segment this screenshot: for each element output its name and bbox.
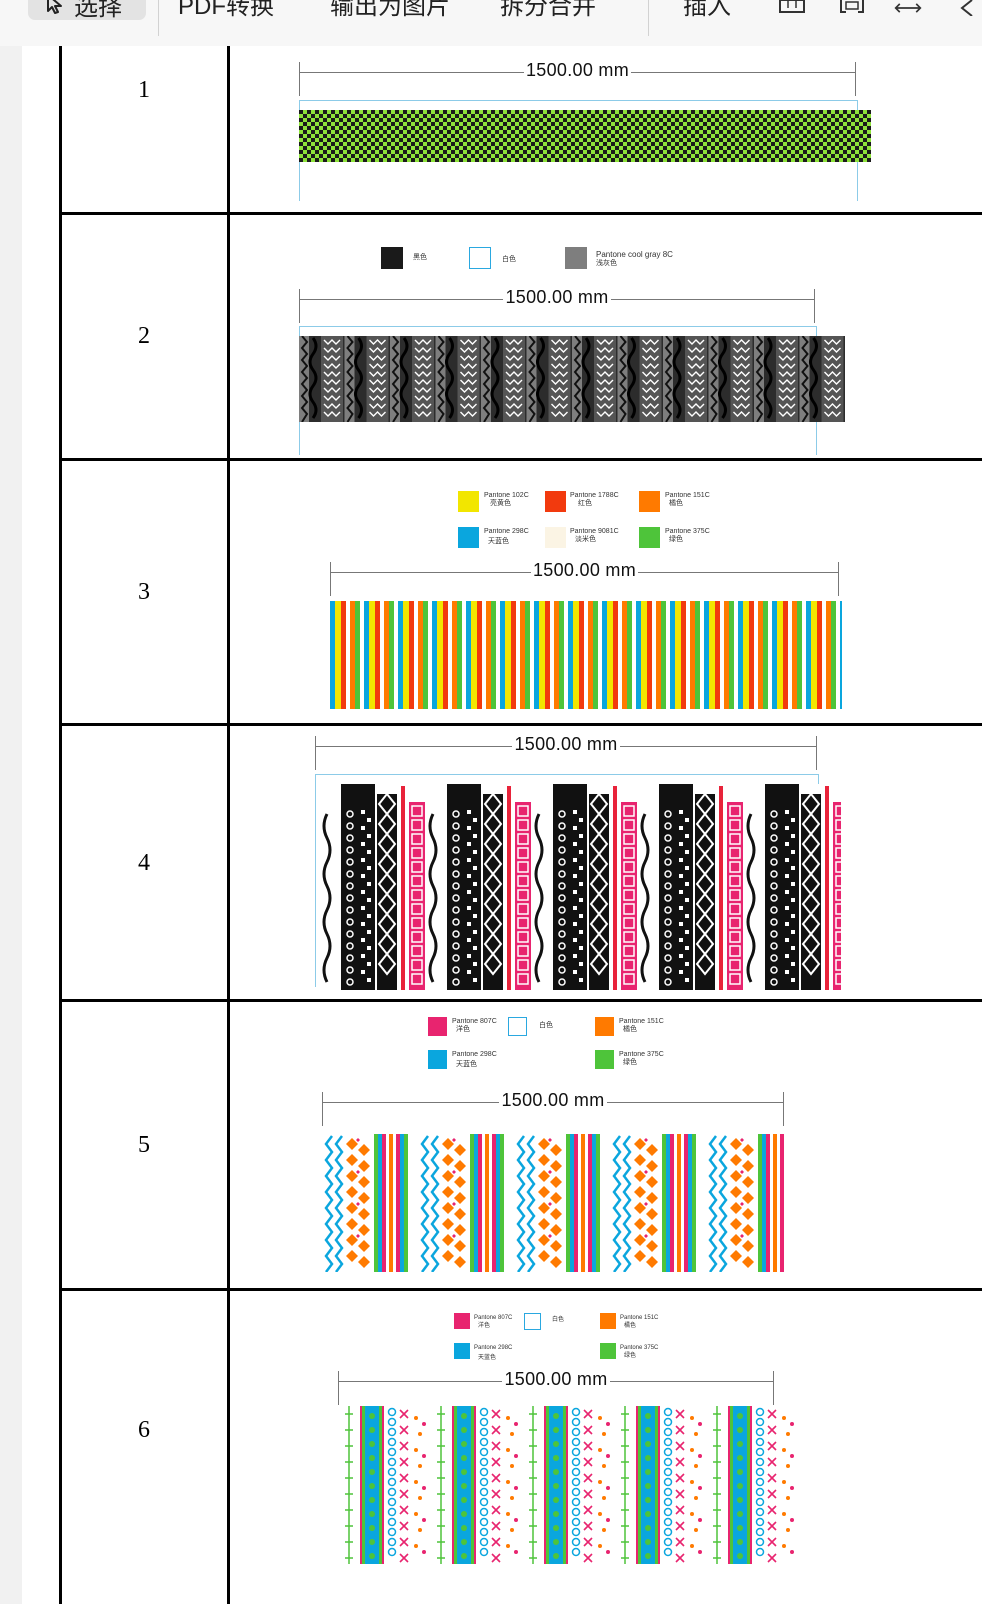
swatch-label: 白色 xyxy=(539,1022,553,1029)
dimension-label: 1500.00 mm xyxy=(502,1369,610,1389)
export-image-button[interactable]: 输出为图片 xyxy=(330,0,450,20)
swatch-label: Pantone 151C xyxy=(619,1018,664,1025)
swatch-box xyxy=(508,1017,527,1036)
row-number: 4 xyxy=(138,850,150,876)
swatch-sublabel: 橘色 xyxy=(623,1026,637,1033)
swatch-box xyxy=(595,1050,614,1069)
row-number: 6 xyxy=(138,1417,150,1443)
swatch-box xyxy=(600,1343,616,1359)
swatch-label: Pantone 375C xyxy=(620,1345,659,1351)
rainbow-stripe-art xyxy=(330,601,842,709)
table-row-divider xyxy=(59,458,982,461)
zigzag-pattern-art xyxy=(299,336,845,422)
swatch-label: 白色 xyxy=(502,256,516,263)
toolbar-separator xyxy=(158,0,159,36)
swatch-label: Pantone 375C xyxy=(619,1051,664,1058)
table-column-divider xyxy=(227,46,230,1604)
swatch-sublabel: 天蓝色 xyxy=(488,538,509,545)
swatch-sublabel: 淡米色 xyxy=(575,536,596,543)
fit-page-icon[interactable] xyxy=(838,0,866,16)
swatch-box xyxy=(545,491,566,512)
floral-stripe-art xyxy=(340,1406,800,1564)
swatch-label: Pantone 102C xyxy=(484,492,529,499)
swatch-box xyxy=(454,1343,470,1359)
swatch-sublabel: 橘色 xyxy=(669,500,683,507)
swatch-box xyxy=(565,247,587,269)
swatch-label: Pantone 807C xyxy=(474,1315,513,1321)
swatch-box xyxy=(545,527,566,548)
swatch-sublabel: 天蓝色 xyxy=(478,1355,497,1361)
row-number: 3 xyxy=(138,579,150,605)
swatch-sublabel: 亮黄色 xyxy=(490,500,511,507)
swatch-box xyxy=(524,1313,541,1330)
swatch-sublabel: 天蓝色 xyxy=(456,1061,477,1068)
swatch-sublabel: 洋色 xyxy=(456,1026,470,1033)
swatch-sublabel: 橘色 xyxy=(624,1323,637,1329)
toolbar-separator xyxy=(648,0,649,36)
pdf-convert-button[interactable]: PDF转换 xyxy=(178,0,274,20)
chevron-left-icon[interactable] xyxy=(954,0,982,16)
swatch-label: 白色 xyxy=(552,1317,565,1323)
swatch-box xyxy=(469,247,491,269)
table-border-left xyxy=(59,46,62,1604)
table-row-divider xyxy=(59,212,982,215)
swatch-label: Pantone 9081C xyxy=(570,528,619,535)
swatch-sublabel: 洋色 xyxy=(478,1323,491,1329)
swatch-label: Pantone 1788C xyxy=(570,492,619,499)
toolbar: 选择 PDF转换 输出为图片 拆分合并 插入 xyxy=(0,0,982,47)
swatch-sublabel: 红色 xyxy=(578,500,592,507)
swatch-label: Pantone 298C xyxy=(452,1051,497,1058)
page-sidebar[interactable] xyxy=(0,46,23,1604)
swatch-label: 黑色 xyxy=(413,254,427,261)
dimension-label: 1500.00 mm xyxy=(499,1090,607,1110)
insert-button[interactable]: 插入 xyxy=(683,0,731,20)
swatch-sublabel: 绿色 xyxy=(669,536,683,543)
row-number: 2 xyxy=(138,323,150,349)
swatch-label: Pantone cool gray 8C xyxy=(596,250,673,259)
row-number: 1 xyxy=(138,77,150,103)
swatch-label: Pantone 807C xyxy=(452,1018,497,1025)
dimension-label: 1500.00 mm xyxy=(512,734,620,754)
swatch-label: Pantone 151C xyxy=(665,492,710,499)
checker-pattern-art xyxy=(299,110,871,162)
swatch-sublabel: 绿色 xyxy=(623,1059,637,1066)
row-number: 5 xyxy=(138,1132,150,1158)
swatch-box xyxy=(381,247,403,269)
swatch-box xyxy=(595,1017,614,1036)
document-page: 1 2 3 4 5 6 1500.00 mm 黑色 白色 Pantone coo… xyxy=(22,46,982,1604)
table-row-divider xyxy=(59,999,982,1002)
pattern-table: 1 2 3 4 5 6 xyxy=(59,46,982,1604)
dimension-label: 1500.00 mm xyxy=(530,560,639,580)
swatch-label: Pantone 298C xyxy=(474,1345,513,1351)
select-tool-label: 选择 xyxy=(74,0,122,21)
swatch-box xyxy=(639,491,660,512)
swatch-box xyxy=(428,1050,447,1069)
table-row-divider xyxy=(59,1288,982,1291)
swatch-box xyxy=(458,527,479,548)
zigzag-diamond-art xyxy=(322,1134,784,1272)
swatch-label: Pantone 151C xyxy=(620,1315,659,1321)
dimension-label: 1500.00 mm xyxy=(503,287,611,307)
swatch-sublabel: 浅灰色 xyxy=(596,260,617,267)
table-row-divider xyxy=(59,723,982,726)
dimension-label: 1500.00 mm xyxy=(523,60,632,80)
swatch-box xyxy=(428,1017,447,1036)
swatch-label: Pantone 375C xyxy=(665,528,710,535)
swatch-sublabel: 绿色 xyxy=(624,1353,637,1359)
swatch-box xyxy=(600,1313,616,1329)
swatch-box xyxy=(458,491,479,512)
select-tool-button[interactable]: 选择 xyxy=(28,0,146,21)
swatch-box xyxy=(639,527,660,548)
fit-width-icon[interactable] xyxy=(894,0,922,16)
tribal-pattern-art xyxy=(321,784,841,990)
page-view-icon[interactable] xyxy=(778,0,806,16)
swatch-label: Pantone 298C xyxy=(484,528,529,535)
split-merge-button[interactable]: 拆分合并 xyxy=(500,0,596,20)
swatch-box xyxy=(454,1313,470,1329)
cursor-icon xyxy=(47,0,62,14)
